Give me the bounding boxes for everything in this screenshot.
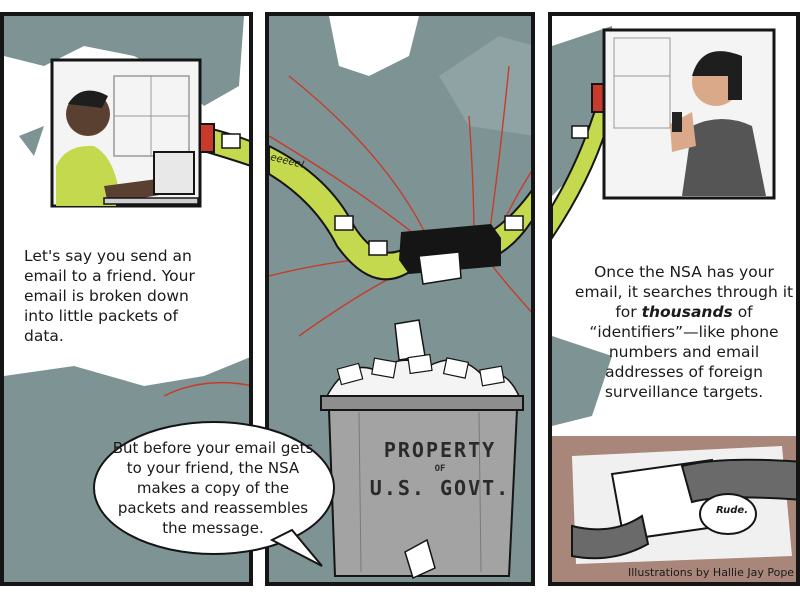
speech-bubble-text: But before your email gets to your frien… [112, 439, 314, 537]
comic-panel-3 [548, 12, 800, 586]
panel3-caption-emphasis: thousands [641, 303, 733, 321]
panel3-caption: Once the NSA has your email, it searches… [574, 262, 794, 402]
bin-label-line3: U.S. GOVT. [369, 476, 511, 500]
panel1-caption: Let's say you send an email to a friend.… [24, 247, 195, 345]
bin-label-line1: PROPERTY [383, 438, 497, 462]
bin-label-line2: OF [434, 464, 446, 474]
panel3-caption-part1: Once the NSA has your email, it searches… [574, 263, 794, 321]
panel3-caption-part2: of “identifiers”—like phone numbers and … [589, 303, 779, 401]
panel2-art [269, 16, 531, 580]
note-label: Rude. [716, 505, 749, 516]
speech-bubble [93, 421, 335, 567]
illustration-credit: Illustrations by Hallie Jay Pope [628, 566, 795, 579]
bin-label: PROPERTY OF U.S. GOVT. [350, 438, 530, 500]
panel3-art [552, 26, 796, 582]
